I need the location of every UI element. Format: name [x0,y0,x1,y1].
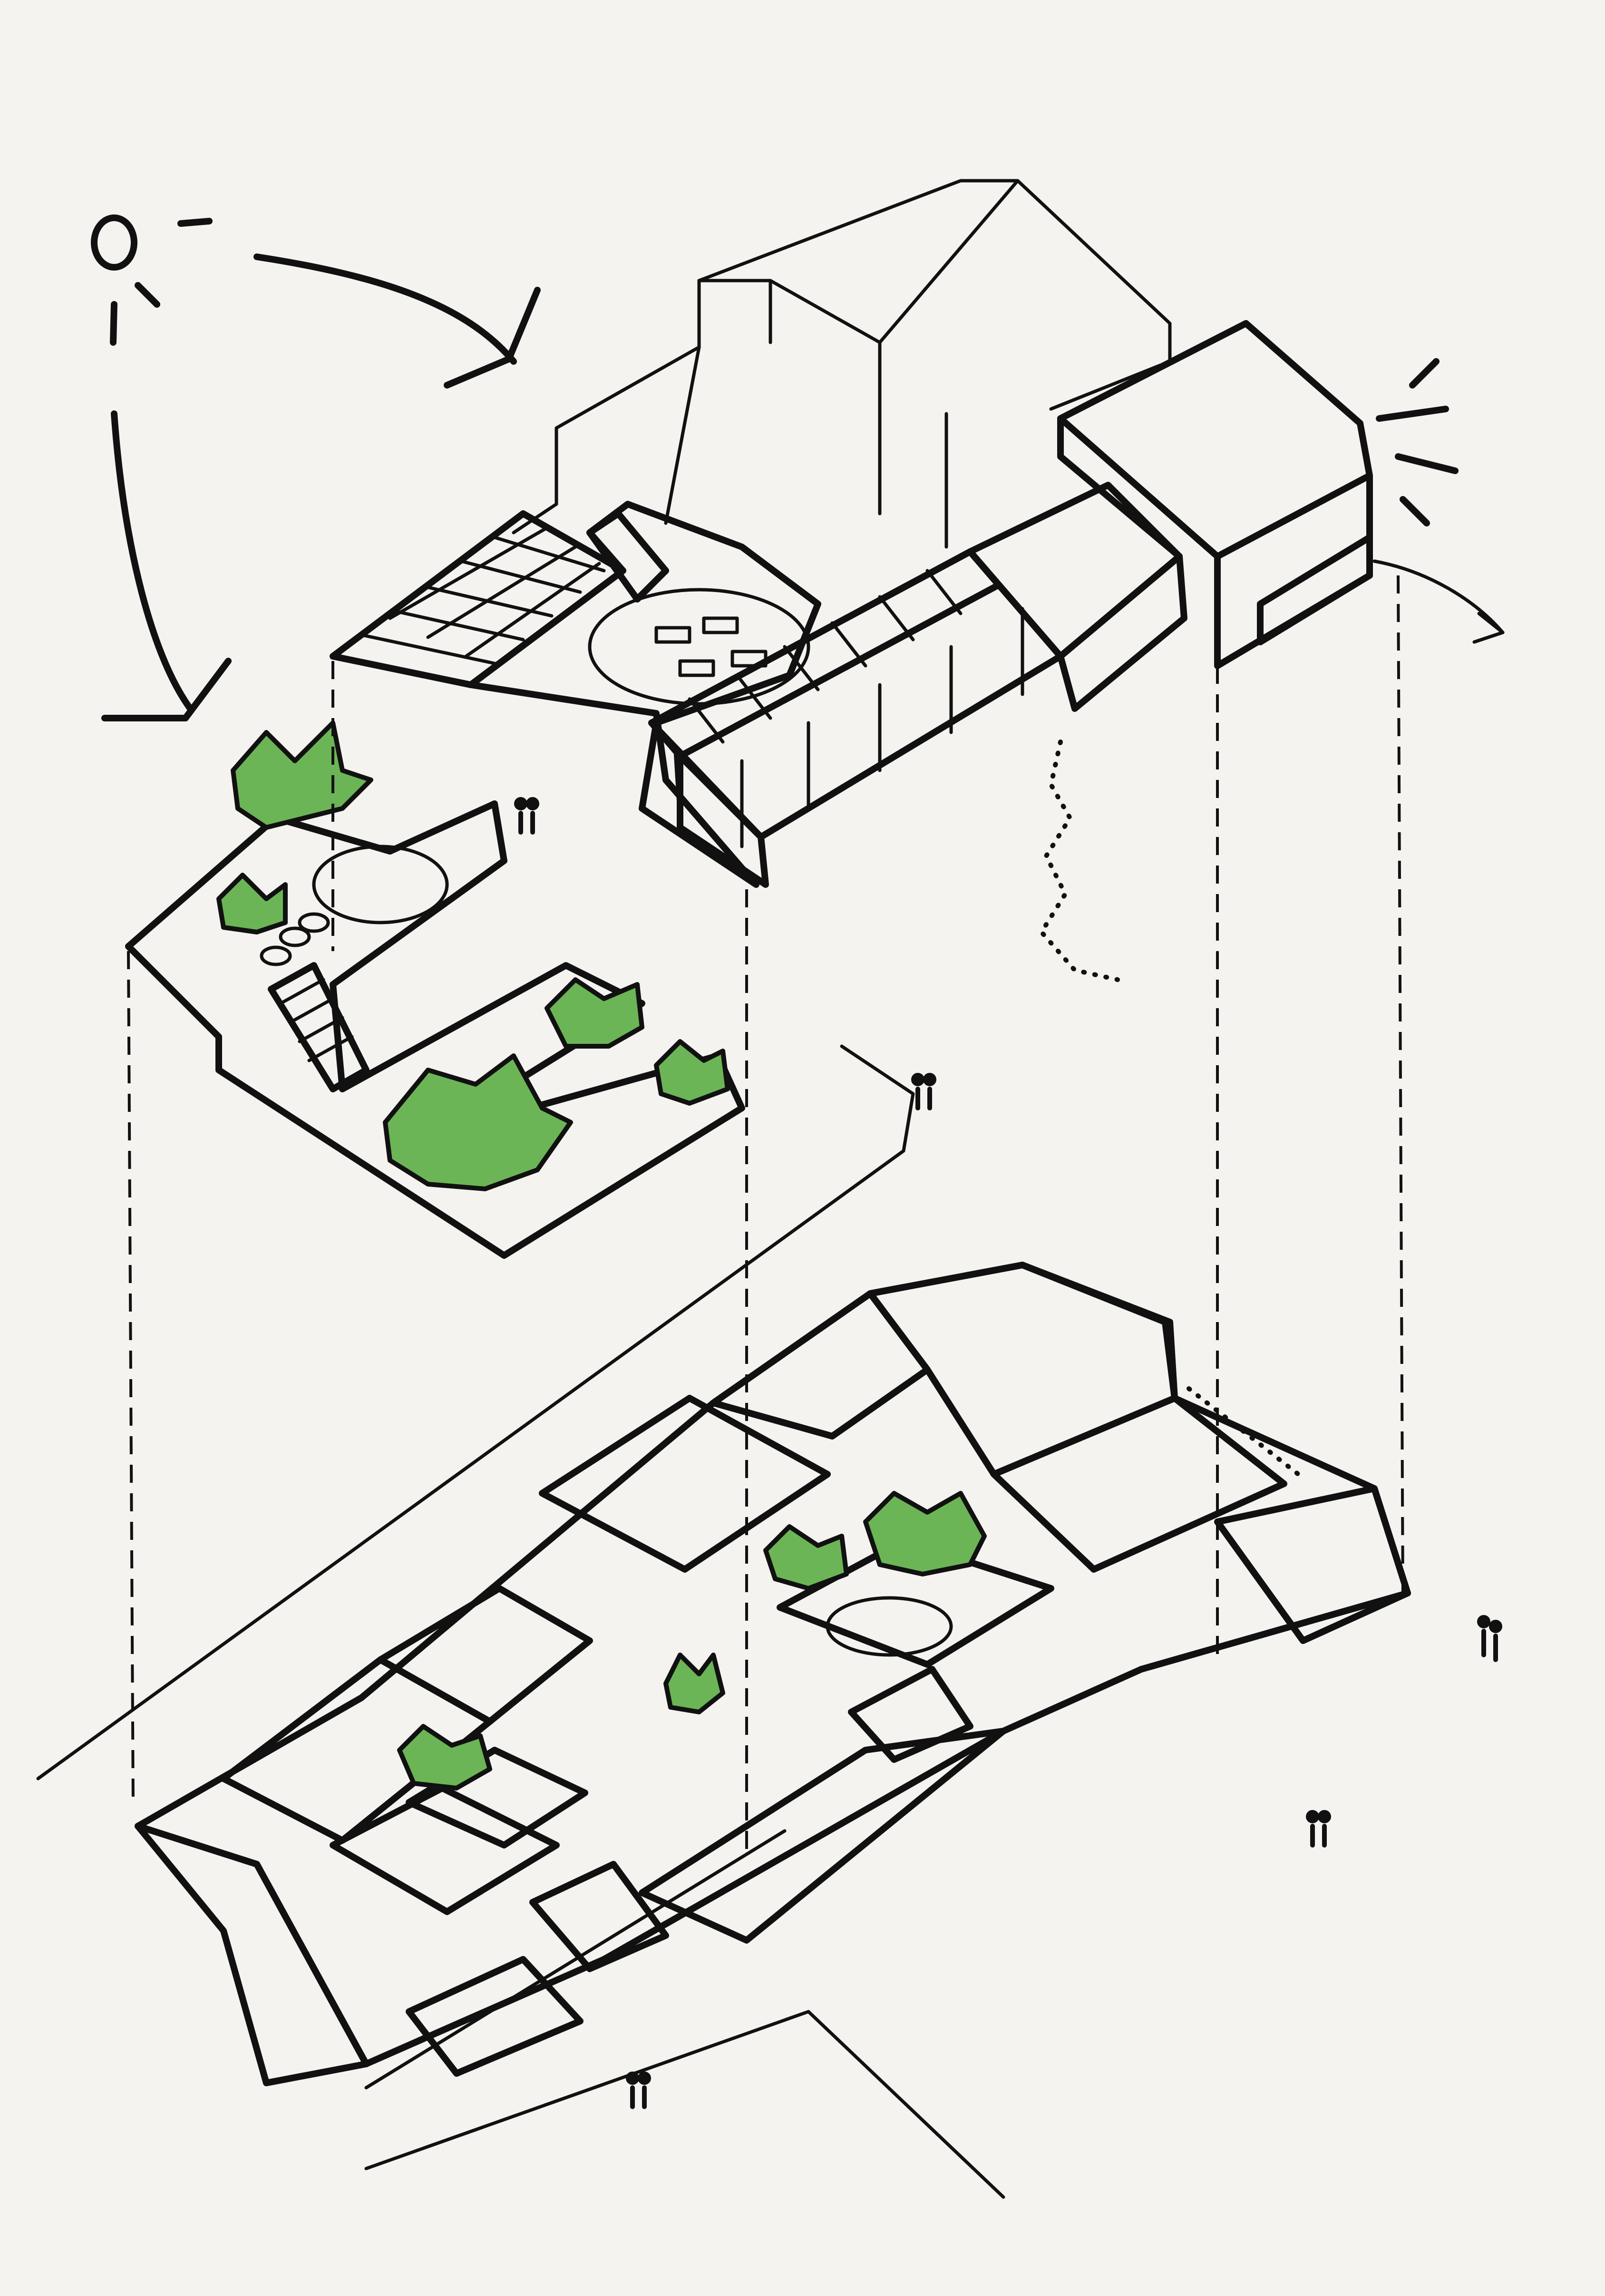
roof-garden-upper [467,501,821,888]
seating-hall-center [377,1585,593,1725]
bike-store [406,1956,584,2077]
people-figures [514,797,1502,2109]
picnic-tables [654,616,768,677]
sun-path-arrow-left [101,410,232,721]
seating-hall-north [539,1395,831,1573]
concrete-tower [1057,320,1459,669]
street-lines [36,1044,1005,2199]
lilac-room-upper [867,1262,1178,1478]
sun-path-arrow-upper [253,253,541,389]
courtyard-pond-garden [777,1537,1054,1668]
seating-hall-south [639,1728,1007,1944]
yellow-room [529,1861,669,1972]
mauve-room [848,1666,973,1763]
lilac-room-right [1214,1485,1411,1644]
tower-entry-arrowhead [1472,612,1505,644]
trees-ground [397,1491,987,1790]
sun-symbol [91,214,213,346]
concrete-link-block [967,482,1187,712]
projection-lines [127,575,1404,1855]
ground-floor-plan [135,1262,1411,2086]
tower-entry-arrow [1372,559,1505,634]
entrance-court [135,1823,370,2086]
trees-terrace [216,720,730,1191]
garden-terrace [125,800,745,1259]
lilac-room-middle [991,1395,1287,1573]
stair-treads [279,978,354,1062]
services-block [330,1785,560,1915]
stepping-stones [260,912,330,966]
existing-building-outline [512,179,1172,549]
